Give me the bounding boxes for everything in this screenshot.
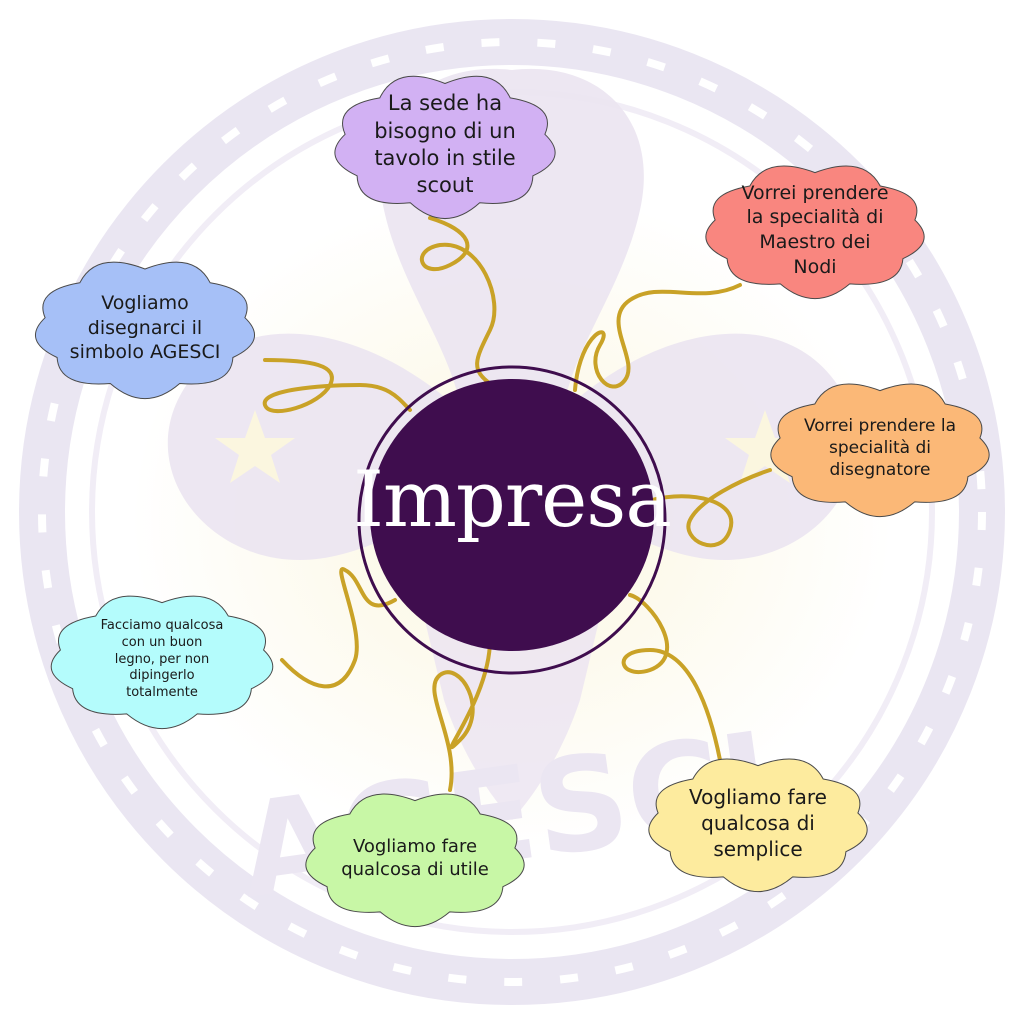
center-title: Impresa [353, 455, 672, 545]
idea-cloud-top-left [34, 261, 256, 400]
idea-text-top-right: Vorrei prendere la specialità di Maestro… [741, 181, 889, 278]
center-ring [357, 365, 667, 675]
center-node [357, 365, 667, 675]
connector-left [280, 567, 397, 689]
idea-cloud-right [770, 383, 990, 518]
idea-cloud-top-right [705, 165, 925, 300]
background-rope-ring [19, 19, 1005, 1005]
idea-text-bottom: Vogliamo fare qualcosa di utile [341, 835, 489, 880]
connector-top-right [573, 283, 742, 392]
idea-cloud-top [334, 75, 556, 220]
idea-cloud-bottom [305, 793, 525, 928]
idea-text-bottom-right: Vogliamo fare qualcosa di semplice [689, 785, 827, 861]
idea-text-left: Facciamo qualcosa con un buon legno, per… [100, 617, 224, 701]
connector-top [419, 216, 497, 387]
connector-top-left [262, 358, 412, 414]
connector-curls [262, 216, 772, 792]
center-circle [370, 379, 654, 651]
connector-right [650, 468, 772, 548]
idea-text-right: Vorrei prendere la specialità di disegna… [803, 415, 957, 481]
idea-text-top-left: Vogliamo disegnarci il simbolo AGESCI [69, 291, 221, 364]
idea-cloud-left [50, 595, 274, 730]
connector-bottom-right [621, 593, 722, 762]
idea-cloud-bottom-right [648, 758, 868, 893]
idea-text-top: La sede ha bisogno di un tavolo in stile… [374, 91, 516, 198]
connector-bottom [432, 638, 492, 792]
